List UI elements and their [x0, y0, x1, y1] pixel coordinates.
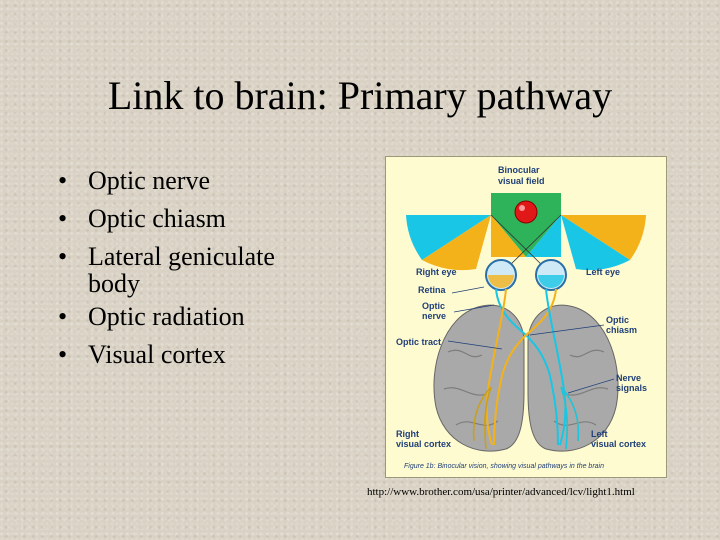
- slide-title: Link to brain: Primary pathway: [107, 73, 613, 118]
- bullet-text: Lateral geniculate: [88, 242, 275, 271]
- label-right-eye: Right eye: [416, 267, 457, 277]
- bullet-item: Optic chiasm: [58, 200, 358, 238]
- source-url: http://www.brother.com/usa/printer/advan…: [367, 486, 635, 498]
- label-retina: Retina: [418, 285, 447, 295]
- label-optic-chiasm: Optic: [606, 315, 629, 325]
- label-optic-nerve: Optic: [422, 301, 445, 311]
- bullet-item: Optic radiation: [58, 298, 358, 336]
- label-optic-chiasm-2: chiasm: [606, 325, 637, 335]
- label-left-visual-cortex-2: visual cortex: [591, 439, 646, 449]
- optic-radiation-fibers: [472, 386, 580, 450]
- label-optic-nerve-2: nerve: [422, 311, 446, 321]
- label-binocular: Binocular: [498, 165, 540, 175]
- sight-line-right: [490, 214, 547, 270]
- visual-pathway-figure: Binocular visual field Right eye Left ey…: [385, 156, 667, 478]
- bullet-item: Optic nerve: [58, 162, 358, 200]
- label-nerve-signals-2: signals: [616, 383, 647, 393]
- bullet-text: Optic radiation: [88, 302, 245, 331]
- left-eye-field-yellow: [561, 215, 646, 260]
- brain-left-hemisphere: [527, 304, 619, 452]
- pointer-retina: [451, 286, 485, 294]
- label-optic-tract: Optic tract: [396, 337, 441, 347]
- bullet-text-continuation: body: [88, 269, 140, 298]
- label-visual-field: visual field: [498, 176, 545, 186]
- pointer-optic-chiasm: [529, 324, 605, 336]
- binocular-field-overlap-yellow: [491, 215, 526, 257]
- label-right-visual-cortex-2: visual cortex: [396, 439, 451, 449]
- binocular-field-green: [491, 193, 561, 257]
- pathway-right-eye-ipsilateral: [485, 288, 507, 446]
- right-retina: [488, 275, 514, 288]
- visual-pathway-diagram: Binocular visual field Right eye Left ey…: [396, 165, 647, 470]
- label-nerve-signals: Nerve: [616, 373, 641, 383]
- sight-line-left: [505, 214, 562, 270]
- fixation-point: [514, 200, 538, 224]
- bullet-list: Optic nerve Optic chiasm Lateral genicul…: [58, 162, 358, 374]
- left-eye-field-cyan: [561, 215, 630, 271]
- right-eye-field-yellow: [422, 215, 491, 271]
- bullet-text: Visual cortex: [88, 340, 226, 369]
- optic-radiation-fibers-left: [560, 386, 580, 450]
- fixation-highlight: [519, 205, 525, 211]
- bullet-item: Visual cortex: [58, 336, 358, 374]
- label-left-visual-cortex: Left: [591, 429, 608, 439]
- pathway-left-eye-crossing: [493, 288, 557, 446]
- bullet-text: Optic nerve: [88, 166, 211, 195]
- figure-caption: Figure 1b: Binocular vision, showing vis…: [404, 463, 604, 470]
- bullet-text: Optic chiasm: [88, 204, 226, 233]
- pathway-left-eye-ipsilateral: [545, 288, 567, 446]
- pointer-nerve-signals: [567, 378, 615, 394]
- label-right-visual-cortex: Right: [396, 429, 419, 439]
- pathway-right-eye-crossing: [495, 288, 559, 446]
- pointer-optic-nerve: [453, 304, 495, 313]
- brain-folds: [443, 349, 609, 426]
- left-retina: [538, 275, 564, 288]
- binocular-field-overlap-cyan: [526, 215, 561, 257]
- right-eye-field-cyan: [406, 215, 491, 260]
- brain-right-hemisphere: [433, 304, 525, 452]
- label-left-eye: Left eye: [586, 267, 620, 277]
- pointer-optic-tract: [447, 340, 503, 350]
